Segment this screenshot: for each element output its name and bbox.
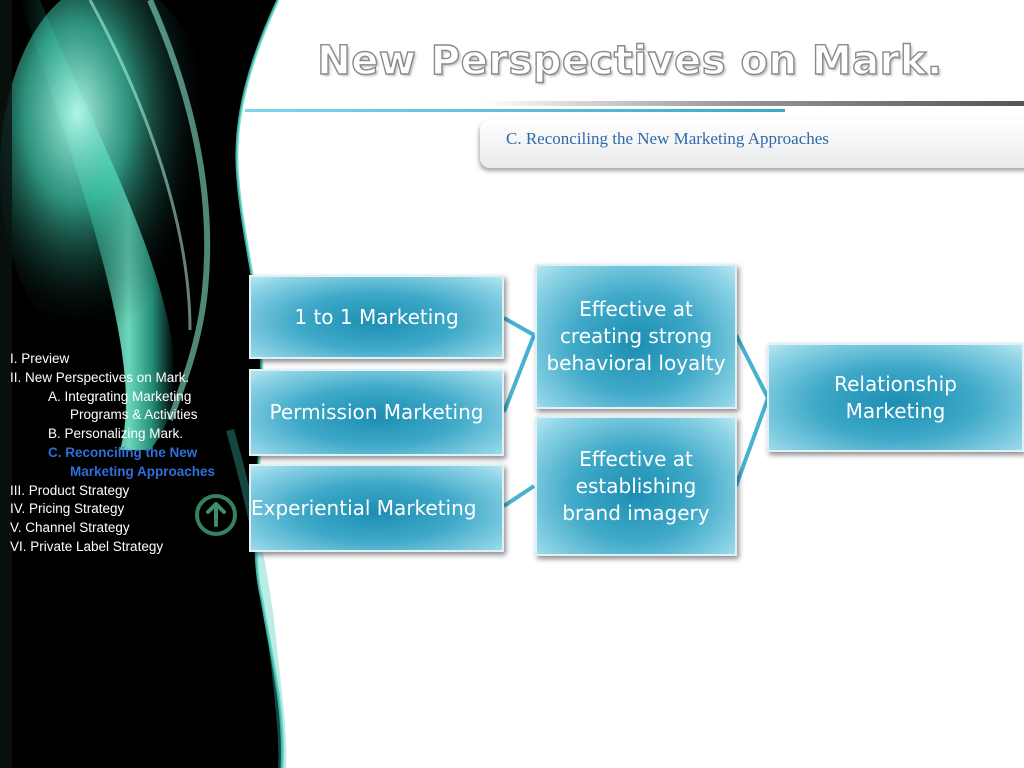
- connector-imagery-to-relationship: [734, 397, 770, 487]
- box-relationship-marketing-line-2: Marketing: [845, 398, 946, 423]
- up-arrow-circle-icon[interactable]: [194, 493, 238, 537]
- nav-item-product-strategy[interactable]: III. Product Strategy: [10, 482, 130, 498]
- box-1to1-marketing: 1 to 1 Marketing: [249, 275, 504, 359]
- page-title: New Perspectives on Mark.: [317, 37, 943, 84]
- nav-item-integrating-marketing-cont[interactable]: Programs & Activities: [70, 407, 198, 423]
- nav-item-personalizing[interactable]: B. Personalizing Mark.: [48, 426, 184, 442]
- subtitle-bar: [480, 120, 1024, 168]
- box-brand-imagery: Effective at establishing brand imagery: [535, 416, 737, 556]
- connector-1to1-to-loyalty: [503, 316, 535, 337]
- sidebar-decoration: [0, 0, 287, 768]
- box-brand-imagery-line-2: establishing: [575, 473, 697, 498]
- nav-item-reconciling-cont[interactable]: Marketing Approaches: [70, 463, 216, 479]
- nav-item-channel-strategy[interactable]: V. Channel Strategy: [10, 520, 130, 536]
- nav-item-private-label-strategy[interactable]: VI. Private Label Strategy: [10, 538, 164, 554]
- box-1to1-marketing-label: 1 to 1 Marketing: [294, 304, 459, 329]
- section-subtitle: C. Reconciling the New Marketing Approac…: [506, 129, 829, 148]
- nav-item-new-perspectives[interactable]: II. New Perspectives on Mark.: [10, 369, 190, 385]
- box-relationship-marketing-line-1: Relationship: [834, 371, 957, 396]
- connector-loyalty-to-relationship: [734, 334, 770, 399]
- nav-item-integrating-marketing[interactable]: A. Integrating Marketing: [48, 388, 192, 404]
- box-behavioral-loyalty-line-1: Effective at: [579, 297, 693, 321]
- box-behavioral-loyalty-line-3: behavioral loyalty: [546, 351, 726, 375]
- box-behavioral-loyalty: Effective at creating strong behavioral …: [535, 264, 737, 409]
- nav-item-preview[interactable]: I. Preview: [10, 351, 70, 366]
- box-relationship-marketing: Relationship Marketing: [767, 343, 1024, 452]
- box-experiential-marketing: Experiential Marketing: [249, 464, 504, 552]
- connector-permission-to-loyalty: [502, 334, 536, 413]
- box-brand-imagery-line-3: brand imagery: [562, 500, 710, 525]
- nav-item-pricing-strategy[interactable]: IV. Pricing Strategy: [10, 501, 125, 517]
- nav-item-reconciling[interactable]: C. Reconciling the New: [48, 444, 198, 460]
- connector-experiential-to-imagery: [502, 484, 536, 508]
- box-brand-imagery-line-1: Effective at: [579, 446, 693, 471]
- title-underline: [245, 101, 1024, 112]
- box-experiential-marketing-label: Experiential Marketing: [251, 495, 477, 520]
- box-permission-marketing: Permission Marketing: [249, 369, 504, 456]
- box-permission-marketing-label: Permission Marketing: [269, 400, 484, 424]
- box-behavioral-loyalty-line-2: creating strong: [559, 324, 713, 348]
- outline-nav: I. Preview II. New Perspectives on Mark.…: [10, 350, 250, 557]
